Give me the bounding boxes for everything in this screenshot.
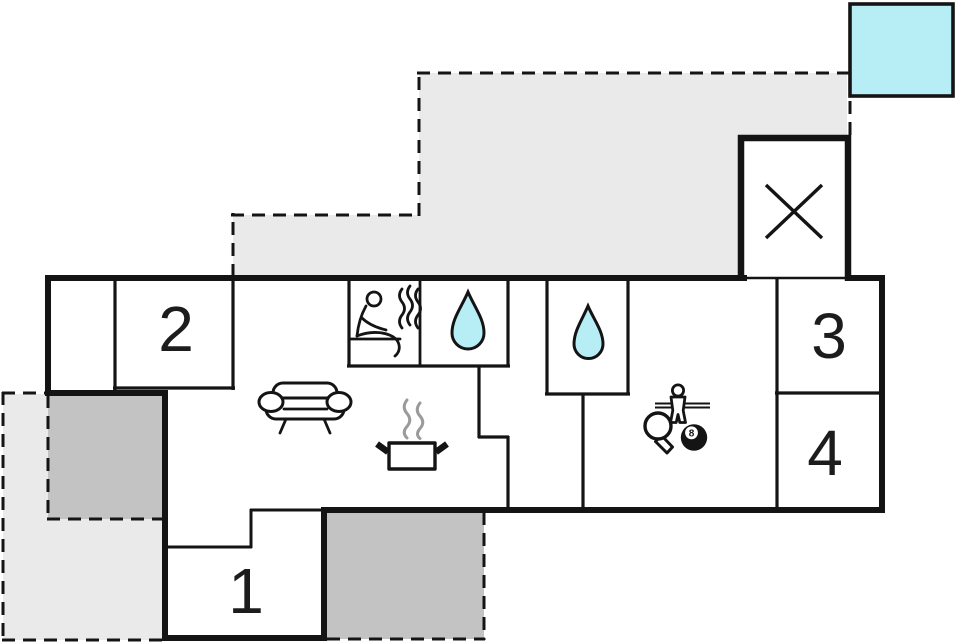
cooking-icon [375, 398, 449, 471]
sauna-steam [398, 287, 406, 330]
room-labels: 1 2 3 4 [158, 293, 847, 627]
terrace-left-covered [48, 395, 165, 519]
sofa-leg [278, 417, 288, 435]
room-3-label: 3 [811, 300, 847, 372]
billiards-ball-circle [685, 426, 698, 440]
interior-walls [113, 277, 883, 549]
terrace-top [233, 73, 847, 276]
sauna-person-head [365, 290, 383, 308]
room-4-label: 4 [807, 417, 843, 489]
games-icons: 8 [643, 383, 710, 455]
sofa-icon [257, 381, 353, 435]
stairs-icon [764, 183, 824, 240]
sauna-person-body [355, 304, 368, 338]
pot-handle [375, 441, 390, 455]
pool-icon [848, 2, 955, 98]
sauna-steam [414, 287, 422, 330]
foosball-player-head [671, 383, 686, 398]
sauna-steam [406, 284, 414, 327]
room-2-label: 2 [158, 293, 194, 365]
exterior-walls [45, 275, 885, 641]
foosball-icon [669, 395, 687, 424]
billiards-ball-number: 8 [689, 429, 695, 440]
pot-handle [434, 441, 449, 455]
sofa-arm [257, 391, 285, 413]
shower-icon [572, 302, 605, 360]
sauna-person-leg [355, 331, 401, 358]
pot-steam [402, 398, 412, 440]
sauna-person-arm [360, 316, 388, 332]
pot-steam [415, 401, 425, 440]
pot-body [387, 441, 437, 471]
shower-icon [450, 288, 486, 351]
outdoor-areas [1, 71, 852, 642]
room-1-label: 1 [228, 555, 264, 627]
sauna-icon [348, 284, 422, 358]
sofa-arm [325, 391, 353, 413]
stairs-room [737, 134, 852, 281]
table-tennis-icon [643, 411, 673, 441]
terrace-bottom-center [327, 513, 484, 639]
sofa-leg [322, 417, 332, 435]
